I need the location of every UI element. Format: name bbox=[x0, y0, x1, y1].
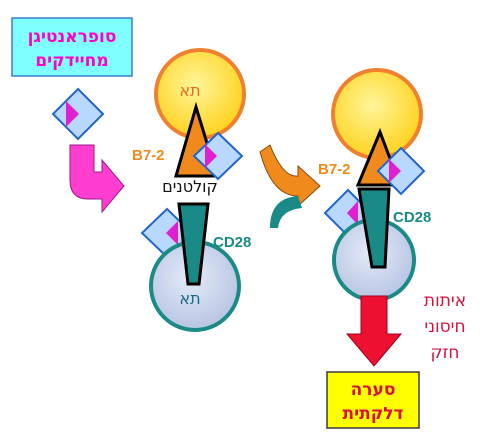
inflammatory-storm-box: סערה דלקתית bbox=[326, 371, 420, 429]
cd28-molecule-left bbox=[177, 202, 210, 286]
receptors-label: קולטנים bbox=[162, 177, 218, 196]
immune-signal-line2: חיסוני bbox=[424, 317, 465, 337]
superantigen-diamond-top-right bbox=[376, 146, 426, 196]
cd28-label-right: CD28 bbox=[393, 209, 431, 226]
b7-label-right: B7-2 bbox=[318, 161, 351, 178]
superantigen-diamond-free bbox=[51, 87, 105, 141]
storm-box-line2: דלקתית bbox=[342, 404, 403, 424]
superantigen-box: סופראנטיגן מחיידקים bbox=[11, 17, 133, 77]
superantigen-box-line1: סופראנטיגן bbox=[28, 27, 117, 47]
storm-box-line1: סערה bbox=[351, 380, 396, 400]
t-cell-left-label: תא bbox=[179, 289, 200, 308]
cd28-label-left: CD28 bbox=[213, 234, 251, 251]
superantigen-diamond-top-left bbox=[192, 131, 244, 181]
merge-arrow bbox=[258, 144, 321, 228]
cd28-molecule-right bbox=[357, 187, 391, 269]
red-down-arrow bbox=[345, 295, 403, 367]
immune-signal-text: איתות חיסוני חזק bbox=[424, 291, 466, 363]
magenta-curved-arrow bbox=[69, 144, 125, 214]
apc-cell-left: תא bbox=[154, 48, 246, 140]
apc-cell-left-label: תא bbox=[179, 81, 200, 100]
superantigen-box-line2: מחיידקים bbox=[35, 51, 108, 71]
b7-label-left: B7-2 bbox=[132, 147, 165, 164]
immune-signal-line1: איתות bbox=[424, 291, 466, 311]
immune-signal-line3: חזק bbox=[430, 343, 459, 363]
